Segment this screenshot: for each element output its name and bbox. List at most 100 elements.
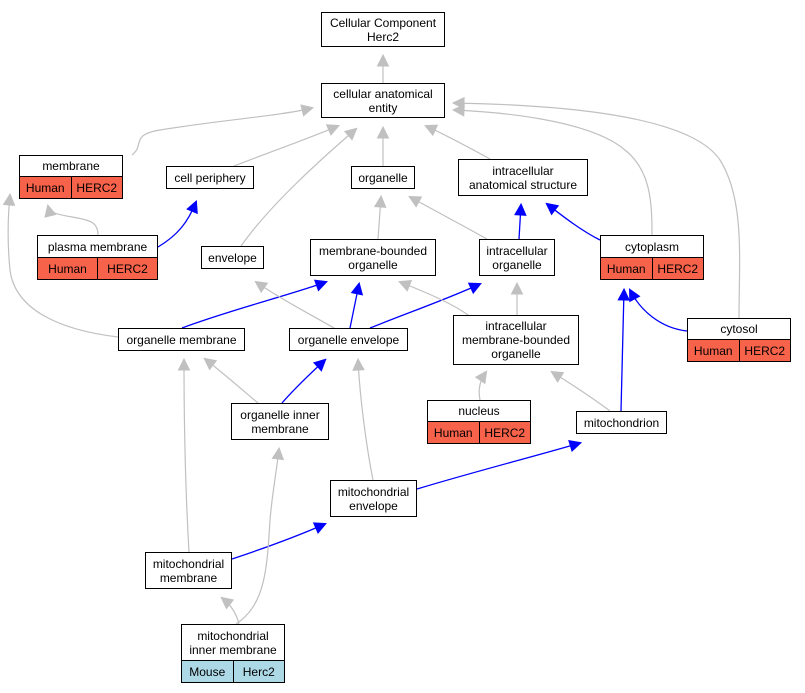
arrowhead <box>545 202 560 216</box>
arrowhead <box>300 104 315 117</box>
node-cytoplasm[interactable]: cytoplasm Human HERC2 <box>600 235 704 280</box>
edge-part-of-organelle-inner-membrane-to-organelle-envelope <box>281 358 327 404</box>
node-title: intracellular organelle <box>486 243 548 272</box>
edge-part-of-mitochondrial-membrane-to-mitochondrial-envelope <box>231 522 327 560</box>
node-membrane[interactable]: membrane Human HERC2 <box>19 155 123 199</box>
node-title: organelle envelope <box>297 332 400 347</box>
node-title: intracellular membrane-bounded organelle <box>461 319 571 361</box>
species-label: Human <box>606 261 646 276</box>
arrowhead <box>220 596 235 610</box>
arrowhead <box>408 195 423 208</box>
edge-is-a-organelle-membrane-to-membrane <box>2 192 119 338</box>
arrowhead <box>44 203 57 218</box>
gene-tag-row: Human HERC2 <box>601 257 703 279</box>
edge-is-a-intracellular-organelle-to-organelle <box>408 195 488 240</box>
gene-label: Herc2 <box>232 661 285 682</box>
node-cytosol[interactable]: cytosol Human HERC2 <box>687 318 791 362</box>
node-title: cell periphery <box>174 170 246 185</box>
node-intracellular-organelle[interactable]: intracellular organelle <box>479 239 555 276</box>
node-intracellular-membrane-bounded-organelle[interactable]: intracellular membrane-bounded organelle <box>453 315 579 365</box>
arrowhead <box>617 287 631 301</box>
arrowhead <box>451 96 465 110</box>
node-cellular-anatomical-entity[interactable]: cellular anatomical entity <box>321 83 445 118</box>
node-mitochondrial-envelope[interactable]: mitochondrial envelope <box>330 480 417 517</box>
edge-is-a-membrane-bounded-organelle-to-organelle <box>373 194 387 240</box>
arrowhead <box>550 370 565 383</box>
edge-is-a-cytosol-to-cellular-anatomical-entity <box>451 96 741 319</box>
arrowhead <box>467 282 482 295</box>
arrowhead <box>2 192 16 207</box>
gene-tag-row: Human HERC2 <box>38 257 157 279</box>
arrowhead <box>350 281 364 296</box>
node-mitochondrion[interactable]: mitochondrion <box>576 411 667 434</box>
edge-is-a-mitochondrial-inner-membrane-to-mitochondrial-membrane <box>220 596 240 625</box>
node-mitochondrial-inner-membrane[interactable]: mitochondrial inner membrane Mouse Herc2 <box>181 624 285 683</box>
edge-is-a-mitochondrial-membrane-to-organelle-membrane <box>177 357 191 553</box>
node-title: membrane <box>42 159 100 173</box>
node-title: mitochondrial envelope <box>337 484 410 513</box>
arrowhead <box>510 281 524 295</box>
arrowhead <box>325 124 340 136</box>
edge-part-of-organelle-envelope-to-membrane-bounded-organelle <box>349 281 364 329</box>
node-title: envelope <box>208 250 257 265</box>
node-title: cytoplasm <box>624 239 680 254</box>
arrowhead <box>568 439 583 453</box>
edge-is-a-intracellular-anatomical-structure-to-cellular-anatomical-entity <box>424 124 491 160</box>
node-cell-periphery[interactable]: cell periphery <box>166 166 254 189</box>
node-title: cellular anatomical entity <box>333 86 433 115</box>
node-title: mitochondrion <box>583 415 660 430</box>
edge-is-a-organelle-envelope-to-envelope <box>254 280 335 329</box>
arrowhead <box>398 280 413 292</box>
edge-is-a-membrane-to-cellular-anatomical-entity <box>131 104 315 156</box>
arrowhead <box>376 125 390 139</box>
arrowhead <box>312 522 327 534</box>
node-organelle-membrane[interactable]: organelle membrane <box>118 328 245 351</box>
gene-label: HERC2 <box>70 177 123 198</box>
node-title: organelle <box>358 170 408 185</box>
node-title: membrane-bounded organelle <box>318 243 428 272</box>
species-label: Human <box>433 425 473 440</box>
species-label: Human <box>693 343 733 358</box>
node-organelle-inner-membrane[interactable]: organelle inner membrane <box>231 403 329 440</box>
arrowhead <box>313 358 327 372</box>
node-cellular-component-herc2[interactable]: Cellular Component Herc2 <box>321 12 445 47</box>
edge-is-a-intracellular-mb-organelle-to-intracellular-organelle <box>510 281 524 315</box>
node-intracellular-anatomical-structure[interactable]: intracellular anatomical structure <box>458 159 588 196</box>
edge-part-of-organelle-membrane-to-membrane-bounded-organelle <box>181 279 328 329</box>
species-label: Mouse <box>189 664 226 679</box>
edge-is-a-nucleus-to-intracellular-mb-organelle <box>474 370 488 401</box>
node-title: organelle membrane <box>126 332 237 347</box>
edge-is-a-mitochondrial-envelope-to-organelle-envelope <box>352 357 374 481</box>
gene-label: HERC2 <box>738 340 791 361</box>
node-organelle-envelope[interactable]: organelle envelope <box>289 328 408 351</box>
node-title: Cellular Component Herc2 <box>329 15 437 44</box>
gene-tag-row: Human HERC2 <box>20 176 122 198</box>
node-envelope[interactable]: envelope <box>201 246 264 269</box>
gene-tag-row: Human HERC2 <box>688 339 790 361</box>
gene-tag-row: Human HERC2 <box>428 421 530 443</box>
arrowhead <box>186 200 198 215</box>
edge-is-a-organelle-inner-membrane-to-organelle-membrane <box>203 357 259 404</box>
edge-part-of-plasma-membrane-to-cell-periphery <box>157 200 198 248</box>
node-organelle[interactable]: organelle <box>351 166 415 189</box>
gene-label: HERC2 <box>651 258 704 279</box>
edge-is-a-organelle-to-cellular-anatomical-entity <box>376 125 390 166</box>
node-membrane-bounded-organelle[interactable]: membrane-bounded organelle <box>310 239 436 276</box>
gene-tag-row: Mouse Herc2 <box>182 660 284 682</box>
edge-part-of-mitochondrial-envelope-to-mitochondrion <box>416 439 583 490</box>
edge-is-a-intracellular-mb-organelle-to-membrane-bounded-organelle <box>398 280 469 316</box>
node-mitochondrial-membrane[interactable]: mitochondrial membrane <box>145 552 232 589</box>
arrowhead <box>271 446 285 461</box>
gene-label: HERC2 <box>478 422 531 443</box>
node-title: cytosol <box>720 322 758 336</box>
node-nucleus[interactable]: nucleus Human HERC2 <box>427 400 531 444</box>
node-title: plasma membrane <box>47 239 148 254</box>
edge-part-of-cytoplasm-to-intracellular-anatomical-structure <box>545 202 601 241</box>
edge-is-a-plasma-membrane-to-membrane <box>44 203 99 236</box>
arrowhead <box>424 124 439 137</box>
arrowhead <box>514 202 527 216</box>
node-title: nucleus <box>458 404 500 418</box>
node-title: intracellular anatomical structure <box>468 163 578 192</box>
node-plasma-membrane[interactable]: plasma membrane Human HERC2 <box>37 235 158 280</box>
